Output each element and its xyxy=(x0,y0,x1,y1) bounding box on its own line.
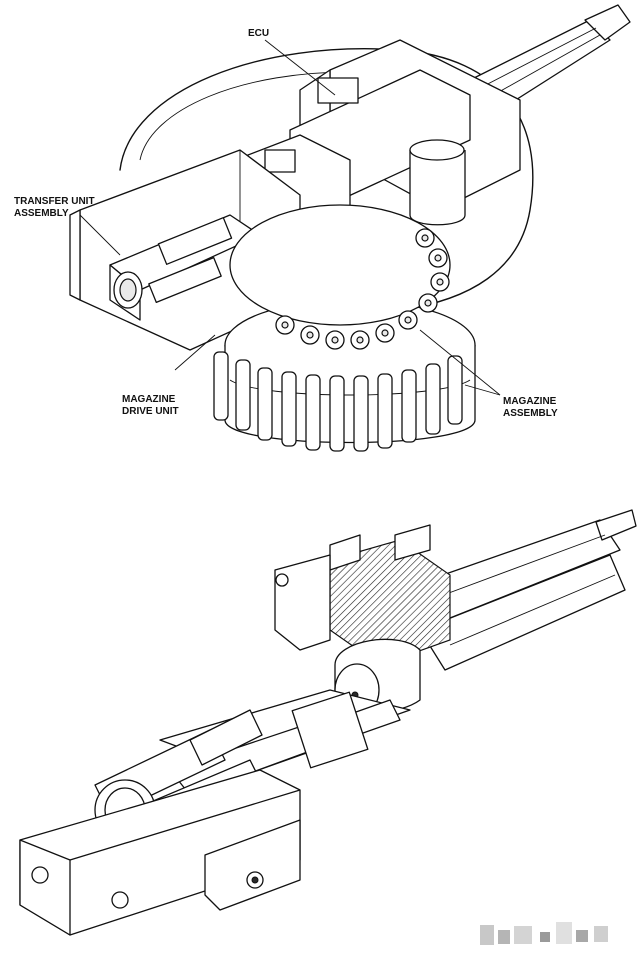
magazine-assembly-label-1: MAGAZINE xyxy=(503,396,557,407)
gun-barrel-top xyxy=(469,4,631,111)
base-frame xyxy=(19,769,301,936)
magazine-drive-label-1: MAGAZINE xyxy=(122,394,176,405)
gun-transfer-figure xyxy=(19,509,637,945)
watermark-mark xyxy=(480,922,608,945)
transfer-unit xyxy=(109,214,261,321)
feeder-drum xyxy=(334,638,421,717)
magazine-assembly-label-2: ASSEMBLY xyxy=(503,408,558,419)
transfer-unit-label-2: ASSEMBLY xyxy=(14,208,69,219)
ecu-label: ECU xyxy=(248,28,269,39)
top-callouts: ECU TRANSFER UNIT ASSEMBLY MAGAZINE DRIV… xyxy=(14,28,558,419)
receiver-housing xyxy=(234,39,521,256)
turret-magazine-figure: ECU TRANSFER UNIT ASSEMBLY MAGAZINE DRIV… xyxy=(14,4,631,452)
cartridge-tubes xyxy=(213,351,463,452)
breech-block xyxy=(274,524,451,666)
gun-barrel-bottom xyxy=(399,509,637,671)
magazine-drive-label-2: DRIVE UNIT xyxy=(122,406,179,417)
transfer-unit-label-1: TRANSFER UNIT xyxy=(14,196,95,207)
round-cartridges-top xyxy=(275,228,450,350)
ecu-cylinder xyxy=(409,139,466,226)
